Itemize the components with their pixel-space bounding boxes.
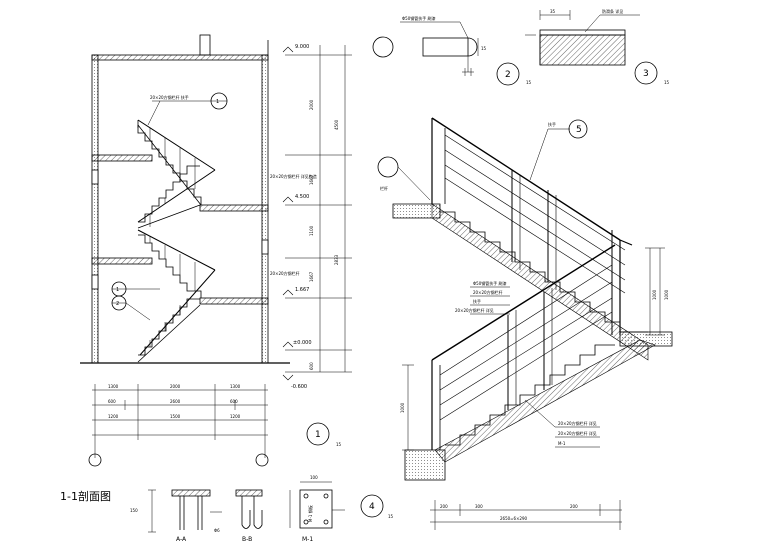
detail-2 — [372, 21, 520, 86]
bottom-sections — [148, 481, 384, 533]
iso-note-5: 20×20方钢栏杆 详见 — [558, 420, 597, 426]
callout-1-left — [147, 92, 228, 126]
stair-flight-3 — [138, 234, 202, 298]
left-wall — [91, 54, 99, 364]
m1-plate-label: M-1 钢板 — [307, 505, 313, 522]
hdim-6: 1200 — [108, 414, 119, 419]
hdim-0: 1300 — [108, 384, 119, 389]
iso-note-4: 20×20方钢栏杆 详见 — [455, 307, 494, 313]
iso-dim-b2: 200 — [570, 504, 578, 509]
detail-4-callout — [360, 494, 384, 518]
detail-4-num: 4 — [369, 502, 375, 512]
callout-1-num: 1 — [216, 99, 219, 105]
m1-label: M-1 — [302, 536, 313, 543]
lower-flight-steps — [445, 344, 615, 446]
vdim-1667b: 1667 — [309, 271, 314, 282]
iso-dim-h2: 1000 — [652, 289, 657, 300]
iso-callout-left — [377, 156, 399, 178]
detail-3-text: 35 防滑条 详见 3 15 — [550, 8, 670, 85]
stair-isometric-detail — [377, 117, 673, 530]
detail-3-num: 3 — [643, 69, 649, 79]
iso-dim-b0: 200 — [440, 504, 448, 509]
elev-minus-600: -0.600 — [291, 384, 307, 390]
vdim-1667a: 1667 — [309, 174, 314, 185]
detail-3-callout — [634, 61, 658, 85]
detail-2-label: Φ50钢管扶手 刷漆 — [402, 15, 436, 21]
callout-2a-num: 1 — [116, 287, 119, 293]
callout-2b-num: 2 — [116, 301, 119, 307]
iso-note-7: M-1 — [558, 441, 566, 446]
roof-slab — [91, 54, 269, 61]
elev-9000: 9.000 — [295, 44, 309, 50]
detail-3-ref: 15 — [664, 80, 670, 85]
m1-dim: 100 — [310, 475, 318, 480]
iso-dim-h3: 1000 — [400, 402, 405, 413]
section-title: 1-1剖面图 — [60, 489, 111, 503]
callout-2-left — [111, 281, 160, 321]
iso-dim-h1: 1000 — [664, 289, 669, 300]
stair-note-top: 20×20方钢栏杆 扶手 — [150, 94, 189, 100]
bottom-sections-text: 150 A-A Φ6 B-B 100 M-1 钢板 M-1 4 15 — [130, 475, 394, 543]
detail-2-dim: 15 — [481, 46, 487, 51]
vdim-2000a: 2000 — [309, 99, 314, 110]
iso-note-3: 扶手 — [473, 298, 481, 304]
section-callout-1-ref: 15 — [336, 442, 342, 447]
aa-dim: 150 — [130, 508, 138, 513]
elev-0000: ±0.000 — [293, 340, 312, 346]
axis-bubble-left — [88, 453, 102, 467]
detail-3-dim: 35 — [550, 9, 556, 14]
detail-2-num: 2 — [505, 70, 511, 80]
section-callout-1 — [306, 422, 330, 446]
detail-2-callout — [496, 62, 520, 86]
elev-4500: 4.500 — [295, 194, 309, 200]
stair-flight-2 — [138, 165, 200, 223]
hdim-1: 2000 — [170, 384, 181, 389]
floor-slab-3 — [91, 257, 153, 265]
iso-note-top-right: 扶手 — [548, 121, 556, 127]
vdim-2833: 2833 — [334, 254, 339, 265]
iso-dim-total: 2650=6×290 — [500, 516, 528, 521]
mid-note-2: 20×20方钢栏杆 — [270, 270, 300, 276]
axis-bubble-right — [255, 453, 269, 467]
bb-label: B-B — [242, 536, 252, 543]
floor-slab-1 — [91, 154, 153, 162]
vdim-600: 600 — [309, 362, 314, 370]
upper-flight-steps — [440, 211, 648, 333]
vdim-4500: 4500 — [334, 119, 339, 130]
iso-dim-b1: 300 — [475, 504, 483, 509]
detail-4-ref: 15 — [388, 514, 394, 519]
floor-slab-4 — [199, 297, 269, 305]
hdim-5: 600 — [230, 399, 238, 404]
vdim-1100: 1100 — [309, 225, 314, 236]
iso-note-6: 20×20方钢栏杆 详见 — [558, 430, 597, 436]
hdim-7: 1500 — [170, 414, 181, 419]
hdim-4: 2600 — [170, 399, 181, 404]
iso-note-2: 20×20方钢栏杆 — [473, 289, 503, 295]
detail-3-label: 防滑条 详见 — [602, 8, 623, 14]
hdim-2: 1300 — [230, 384, 241, 389]
detail-2-ref: 15 — [526, 80, 532, 85]
hdim-3: 600 — [108, 399, 116, 404]
aa-label: A-A — [176, 536, 187, 543]
detail-3 — [525, 10, 658, 85]
elev-1667: 1.667 — [295, 287, 309, 293]
section-1-1-text: 9.000 4.500 1.667 ±0.000 -0.600 4500 200… — [60, 44, 342, 503]
mid-note-1: 20×20方钢栏杆 详见构造 — [270, 173, 317, 179]
stair-flight-4 — [138, 298, 200, 356]
iso-note-left: 栏杆 — [380, 185, 388, 191]
hdim-8: 1200 — [230, 414, 241, 419]
floor-slab-2 — [199, 204, 269, 212]
iso-detail-text: 扶手 5 栏杆 Φ50钢管扶手 刷漆 20×20方钢栏杆 扶手 20×20方钢栏… — [380, 121, 669, 521]
section-callout-1-num: 1 — [315, 430, 321, 440]
detail-2-text: Φ50钢管扶手 刷漆 15 2 15 — [402, 15, 532, 85]
iso-callout-top-num: 5 — [576, 125, 582, 135]
iso-note-1: Φ50钢管扶手 刷漆 — [473, 280, 507, 286]
rebar-label: Φ6 — [214, 528, 220, 533]
roof-parapet — [199, 34, 211, 56]
section-1-1 — [80, 34, 352, 467]
